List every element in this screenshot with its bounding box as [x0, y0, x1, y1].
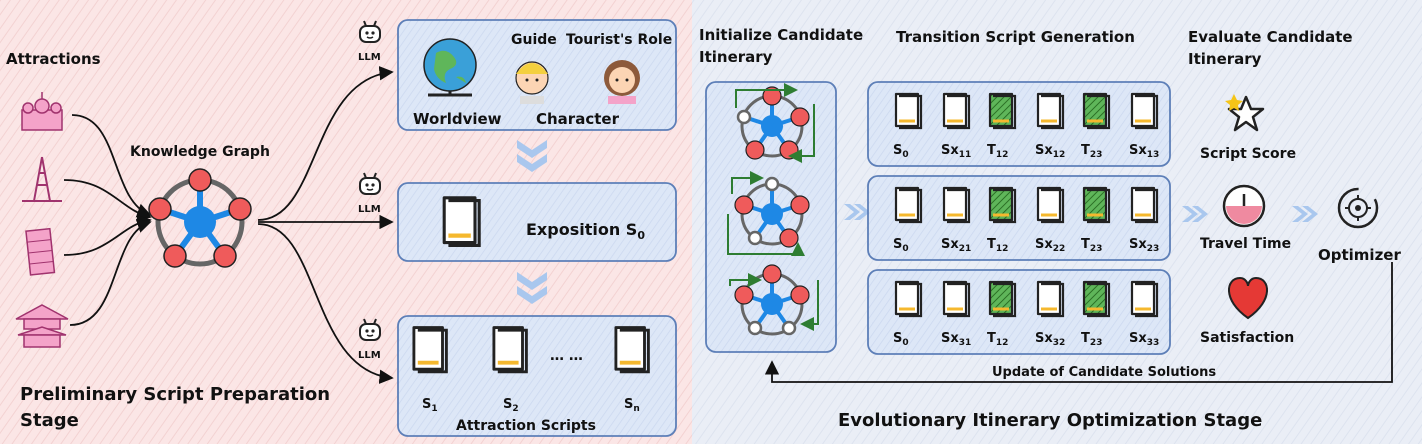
knowledge-graph-label: Knowledge Graph [130, 144, 270, 160]
kg-arrows [257, 66, 394, 384]
script-label: Sx21 [941, 237, 971, 254]
right-chevron-icon-2 [1182, 206, 1208, 222]
script-label-2: S2 [503, 397, 519, 414]
itinerary-graph-1 [735, 83, 815, 163]
script-book-icon [942, 280, 971, 318]
transition-script-book-icon [1082, 186, 1111, 224]
attraction-arrows [63, 114, 152, 326]
script-book-icon [894, 186, 923, 224]
itinerary-graph-2 [727, 171, 810, 256]
star-icon [1225, 94, 1265, 132]
down-chevron-icon-2 [517, 272, 547, 304]
evaluate-title-line2: Itinerary [1188, 50, 1262, 68]
script-label-n: Sn [624, 397, 640, 414]
update-feedback-arrow [764, 262, 1393, 383]
tourist-avatar-icon [604, 60, 640, 104]
script-book-icon [1036, 92, 1065, 130]
script-label: T23 [1081, 331, 1102, 348]
script-book-icon [1036, 280, 1065, 318]
heart-icon [1228, 276, 1268, 320]
script-book-icon-1 [411, 325, 449, 374]
llm-label-3: LLM [358, 350, 381, 361]
satisfaction-label: Satisfaction [1200, 330, 1294, 346]
optimizer-icon [1337, 187, 1379, 229]
script-label: Sx12 [1035, 143, 1065, 160]
script-label: T12 [987, 143, 1008, 160]
knowledge-graph-icon [148, 168, 252, 268]
script-label: T12 [987, 331, 1008, 348]
transition-script-book-icon [1082, 280, 1111, 318]
script-label: Sx22 [1035, 237, 1065, 254]
worldview-label: Worldview [413, 110, 502, 128]
ellipsis-label: … … [550, 348, 583, 364]
itinerary-graph-3 [729, 264, 819, 336]
script-book-icon [1130, 186, 1159, 224]
tourists-role-label: Tourist's Role [566, 32, 672, 48]
script-label: Sx23 [1129, 237, 1159, 254]
transition-script-book-icon [1082, 92, 1111, 130]
exposition-label: Exposition S0 [526, 220, 645, 242]
script-label: Sx33 [1129, 331, 1159, 348]
clock-icon [1222, 184, 1266, 228]
script-label: Sx32 [1035, 331, 1065, 348]
script-score-label: Script Score [1200, 146, 1296, 162]
script-book-icon-2 [491, 325, 529, 374]
script-label: T12 [987, 237, 1008, 254]
down-chevron-icon-1 [517, 140, 547, 172]
transition-script-book-icon [988, 186, 1017, 224]
script-label: Sx13 [1129, 143, 1159, 160]
travel-time-label: Travel Time [1200, 236, 1291, 252]
init-title-line1: Initialize Candidate [699, 26, 863, 44]
evaluate-title-line1: Evaluate Candidate [1188, 28, 1353, 46]
transition-script-book-icon [988, 280, 1017, 318]
attraction-scripts-box [397, 315, 677, 437]
kremlin-icon [21, 92, 63, 131]
exposition-subscript: 0 [637, 229, 645, 242]
character-label: Character [536, 110, 620, 128]
globe-icon [423, 38, 477, 97]
script-label-1: S1 [422, 397, 438, 414]
guide-label: Guide [511, 32, 557, 48]
script-book-icon [942, 92, 971, 130]
transition-title: Transition Script Generation [896, 28, 1135, 46]
script-label: Sx31 [941, 331, 971, 348]
script-book-icon-n [613, 325, 651, 374]
guide-avatar-icon [515, 61, 549, 104]
script-book-icon [894, 280, 923, 318]
script-label: T23 [1081, 237, 1102, 254]
right-stage-title: Evolutionary Itinerary Optimization Stag… [838, 410, 1262, 431]
eiffel-tower-icon [22, 156, 62, 202]
transition-script-book-icon [988, 92, 1017, 130]
script-label: S0 [893, 331, 909, 348]
llm-label-1: LLM [358, 52, 381, 63]
script-label: S0 [893, 237, 909, 254]
llm-label-2: LLM [358, 204, 381, 215]
right-chevron-icon-3 [1292, 206, 1318, 222]
init-title-line2: Itinerary [699, 48, 773, 66]
exposition-book-icon [444, 198, 479, 246]
attraction-scripts-title: Attraction Scripts [456, 418, 596, 434]
temple-icon [15, 304, 69, 348]
script-label: S0 [893, 143, 909, 160]
script-book-icon [894, 92, 923, 130]
script-book-icon [942, 186, 971, 224]
left-stage-title-line2: Stage [20, 410, 79, 431]
leaning-tower-icon [25, 227, 56, 276]
script-book-icon [1036, 186, 1065, 224]
script-book-icon [1130, 280, 1159, 318]
right-chevron-icon-1 [844, 204, 870, 220]
update-candidates-label: Update of Candidate Solutions [992, 365, 1216, 380]
left-stage-title-line1: Preliminary Script Preparation [20, 384, 330, 405]
script-book-icon [1130, 92, 1159, 130]
script-label: T23 [1081, 143, 1102, 160]
attractions-label: Attractions [6, 50, 101, 68]
optimizer-label: Optimizer [1318, 246, 1401, 264]
script-label: Sx11 [941, 143, 971, 160]
